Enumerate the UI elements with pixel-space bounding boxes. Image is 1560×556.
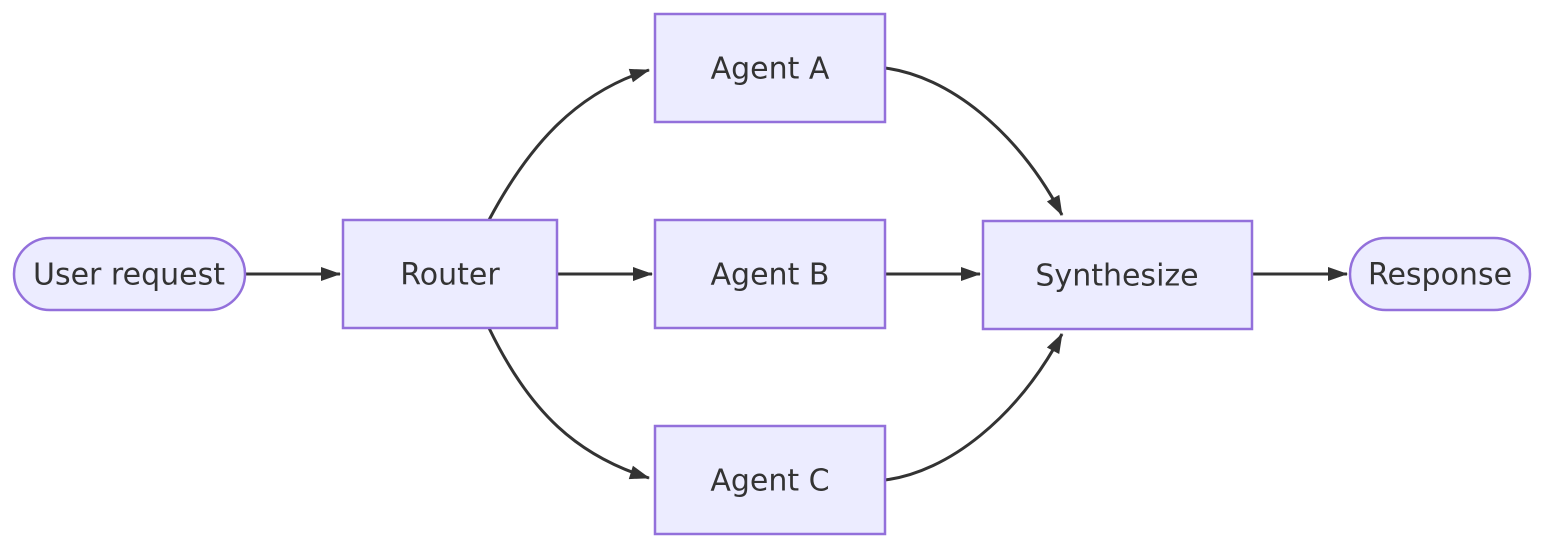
node-synthesize: Synthesize: [981, 219, 1254, 331]
node-agent-b-shape: [653, 218, 887, 330]
edges-layer: [245, 66, 1348, 482]
edge-router-to-agent-c: [487, 327, 650, 480]
node-agent-c-label: Agent C: [710, 464, 829, 499]
node-user-request-shape: [12, 236, 247, 312]
node-synthesize-shape: [981, 219, 1254, 331]
node-response-label: Response: [1368, 258, 1512, 293]
node-response: Response: [1348, 236, 1532, 312]
node-agent-a-shape: [653, 12, 887, 124]
node-response-shape: [1348, 236, 1532, 312]
node-agent-b: Agent B: [653, 218, 887, 330]
node-user-request-label: User request: [33, 258, 225, 293]
node-agent-a: Agent A: [653, 12, 887, 124]
node-agent-a-label: Agent A: [711, 52, 830, 87]
node-agent-b-label: Agent B: [711, 258, 830, 293]
edge-agent-c-to-synthesize: [884, 333, 1064, 482]
node-agent-c: Agent C: [653, 424, 887, 536]
edge-router-to-agent-a: [487, 68, 650, 221]
node-router: Router: [341, 218, 559, 330]
node-user-request: User request: [12, 236, 247, 312]
node-router-shape: [341, 218, 559, 330]
node-router-label: Router: [400, 258, 500, 293]
node-synthesize-label: Synthesize: [1035, 259, 1198, 294]
node-agent-c-shape: [653, 424, 887, 536]
edge-agent-a-to-synthesize: [884, 66, 1064, 216]
nodes-layer: User request Router Agent A Agent B Agen…: [12, 12, 1532, 536]
